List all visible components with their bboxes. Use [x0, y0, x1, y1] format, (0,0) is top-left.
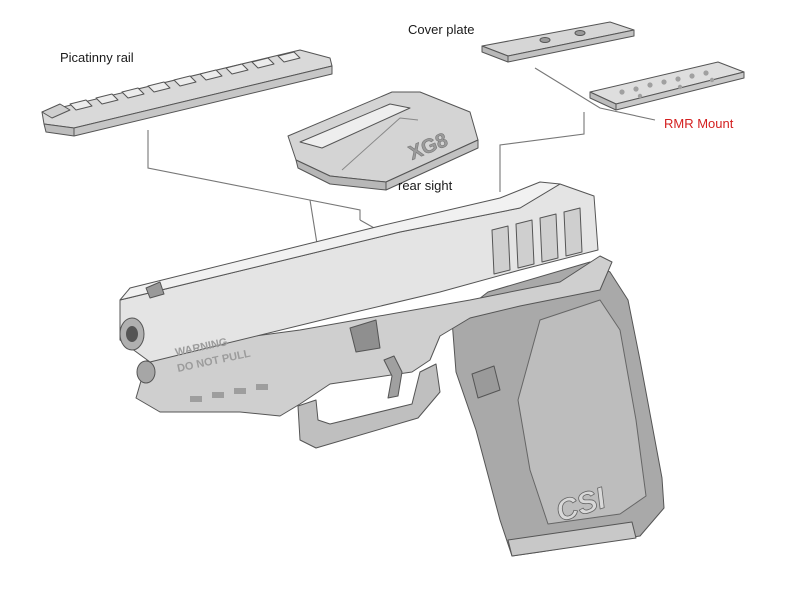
cover-plate-part	[481, 21, 635, 63]
grip-lever	[471, 365, 501, 399]
trigger-guard	[297, 363, 441, 449]
label-rear-sight: rear sight	[398, 178, 453, 193]
pistol-part: WARNING DO NOT PULL CSI	[119, 181, 665, 557]
slide-stop	[349, 319, 381, 353]
magazine-baseplate	[507, 521, 637, 557]
leader-lines	[147, 67, 656, 251]
label-cover-plate: Cover plate	[408, 22, 475, 37]
picatinny-rail-part	[41, 49, 333, 137]
rear-sight-part: XG8	[287, 91, 479, 191]
label-picatinny-rail: Picatinny rail	[60, 50, 134, 65]
front-sight	[145, 281, 165, 299]
leader-rail	[147, 130, 361, 220]
leader-cover-to-mount	[534, 67, 656, 121]
slide-serrations	[491, 207, 583, 275]
leader-rmr-mount	[499, 112, 585, 192]
trigger	[383, 355, 403, 399]
label-rmr-mount: RMR Mount	[664, 116, 734, 131]
frame-rail-notches	[190, 384, 268, 402]
rmr-mount-part	[589, 61, 745, 111]
